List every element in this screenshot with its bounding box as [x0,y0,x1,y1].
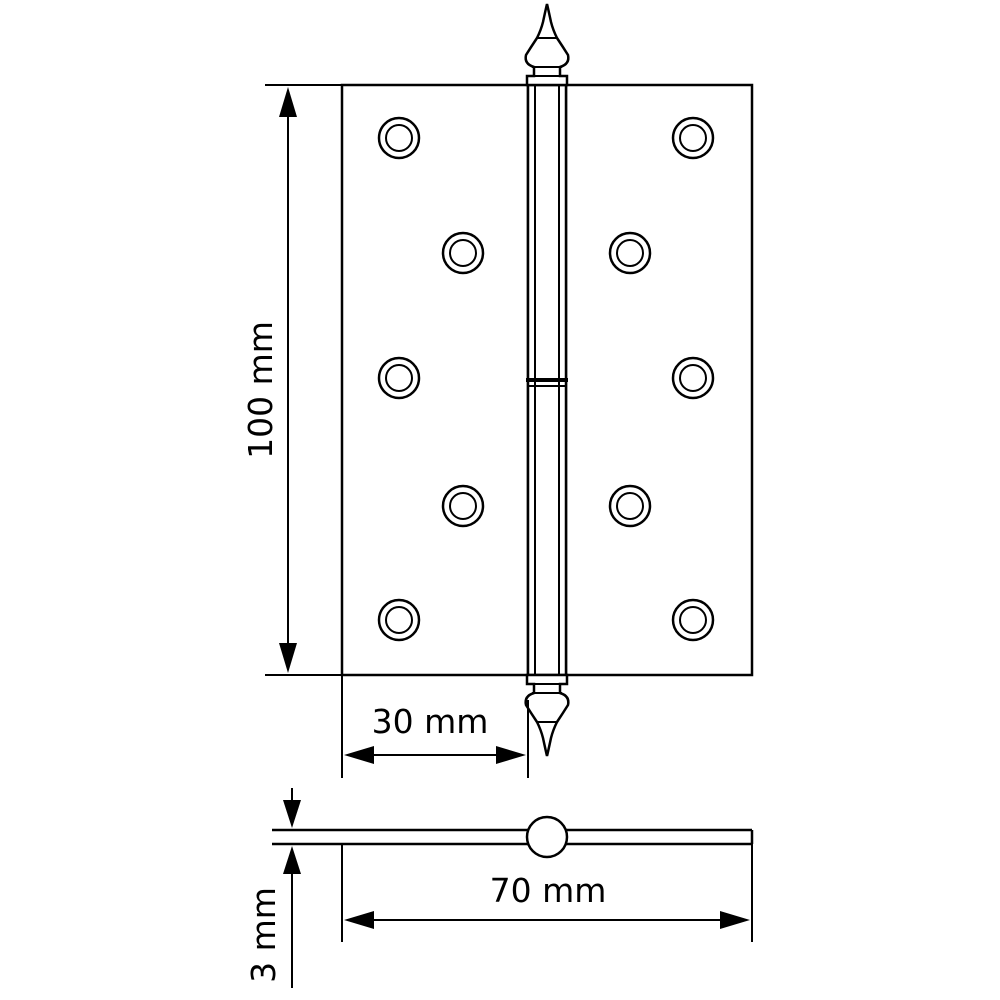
hinge-plan-view [272,815,754,859]
total-width-dimension: 70 mm [341,844,753,942]
screw-hole [377,356,421,400]
total-width-label: 70 mm [490,871,607,910]
knuckle-barrel [526,83,568,677]
thickness-label: 3 mm [244,887,283,983]
screw-hole [671,598,715,642]
screw-hole [608,231,652,275]
bottom-finial [524,673,570,757]
left-leaf [340,83,530,677]
pin-section [525,815,569,859]
right-leaf [564,83,754,677]
leaf-width-label: 30 mm [372,702,489,741]
height-label: 100 mm [241,321,280,459]
leaf-width-dimension: 30 mm [341,675,529,778]
screw-hole [671,356,715,400]
screw-holes-right [608,116,715,642]
screw-hole [671,116,715,160]
screw-hole [441,231,485,275]
screw-hole [608,484,652,528]
screw-hole [377,116,421,160]
hinge-front-view [340,3,754,757]
screw-hole [377,598,421,642]
screw-holes-left [377,116,485,642]
screw-hole [441,484,485,528]
thickness-dimension: 3 mm [244,788,301,988]
height-dimension: 100 mm [241,84,342,676]
top-finial [524,3,570,87]
